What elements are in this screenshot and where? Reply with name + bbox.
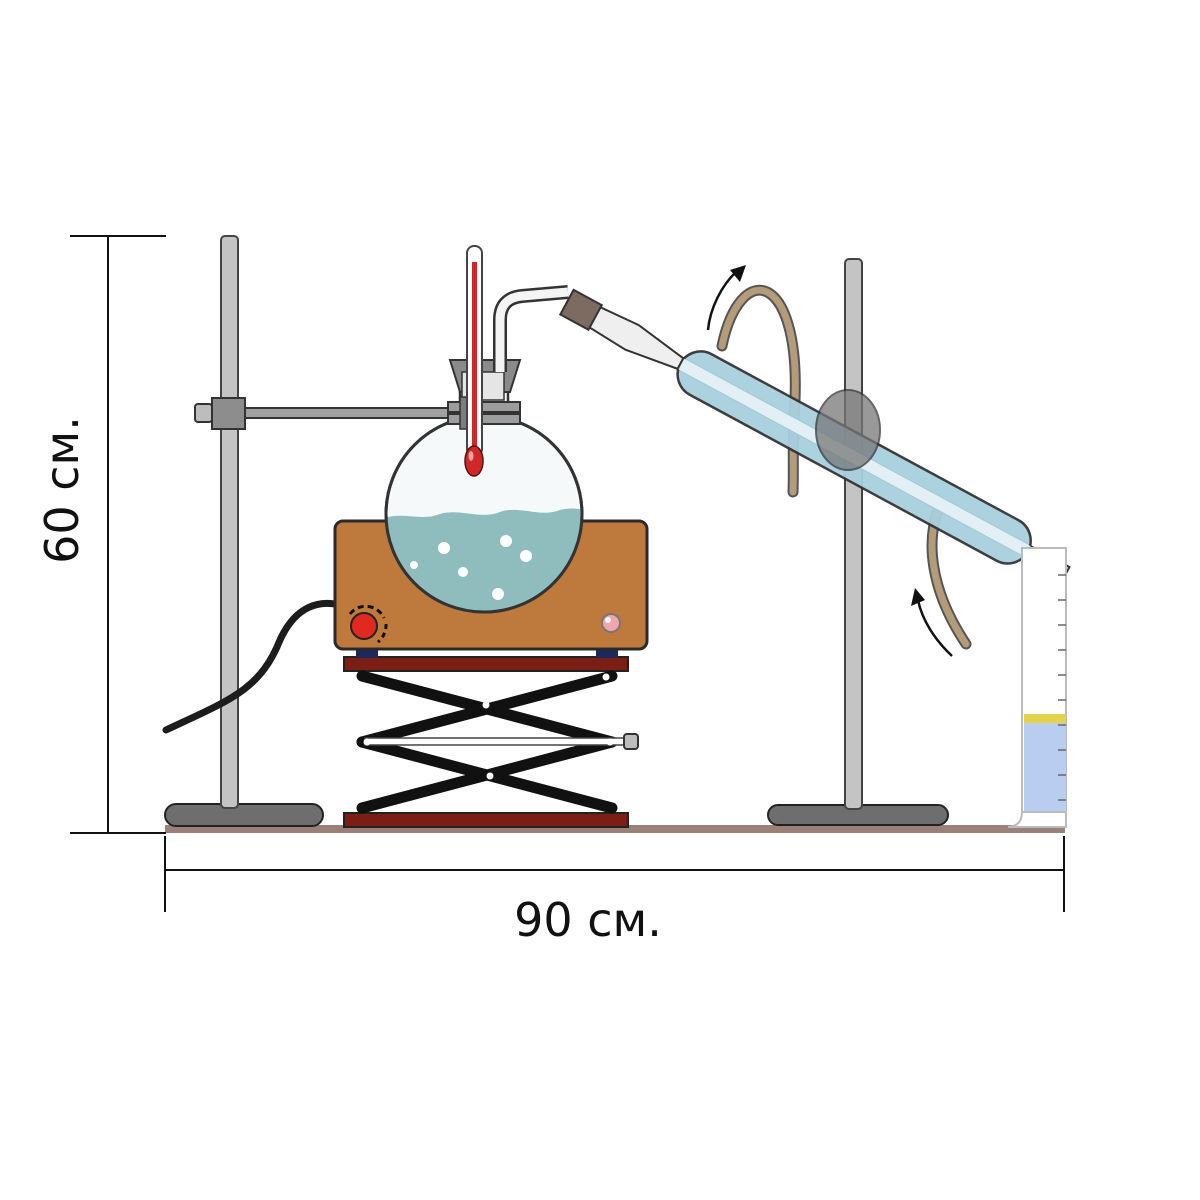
left-stand-base bbox=[164, 803, 324, 827]
arrow-up-right-icon bbox=[706, 265, 746, 331]
flask-clamp-jaw bbox=[447, 401, 521, 413]
knob-indicator-arc bbox=[348, 604, 386, 619]
rubber-connector bbox=[558, 288, 604, 332]
condenser-clamp bbox=[815, 389, 881, 471]
hotplate-knob bbox=[350, 612, 378, 640]
width-dimension bbox=[164, 836, 1065, 912]
hotplate-indicator-light bbox=[601, 613, 621, 633]
vapor-side-arm bbox=[493, 285, 569, 372]
thermometer bbox=[464, 245, 484, 477]
clamp-screw bbox=[194, 403, 213, 423]
left-stand-rod bbox=[220, 235, 239, 809]
right-stand-rod bbox=[844, 258, 863, 810]
clamp-arm bbox=[235, 407, 457, 419]
thermometer-liquid-column bbox=[472, 262, 477, 452]
arrow-up-left-icon bbox=[911, 588, 953, 657]
height-dimension bbox=[70, 235, 166, 834]
bench-surface bbox=[165, 825, 1065, 833]
lab-jack bbox=[343, 649, 639, 828]
cylinder-liquid bbox=[1024, 722, 1066, 812]
thermometer-bulb bbox=[464, 445, 484, 477]
power-cord bbox=[162, 599, 344, 734]
lab-jack-adjust-knob bbox=[623, 733, 639, 750]
lab-jack-bottom-plate bbox=[343, 812, 629, 828]
cylinder-meniscus-band bbox=[1024, 714, 1066, 723]
graduated-cylinder bbox=[1007, 547, 1067, 828]
clamp-boss-head bbox=[211, 397, 246, 430]
height-dimension-label: 60 см. bbox=[35, 416, 89, 564]
lab-jack-adjust-rod bbox=[364, 737, 626, 746]
lab-jack-top-plate bbox=[343, 656, 629, 672]
round-bottom-flask bbox=[384, 359, 584, 614]
left-ring-stand bbox=[164, 235, 457, 827]
width-dimension-label: 90 см. bbox=[514, 893, 662, 947]
